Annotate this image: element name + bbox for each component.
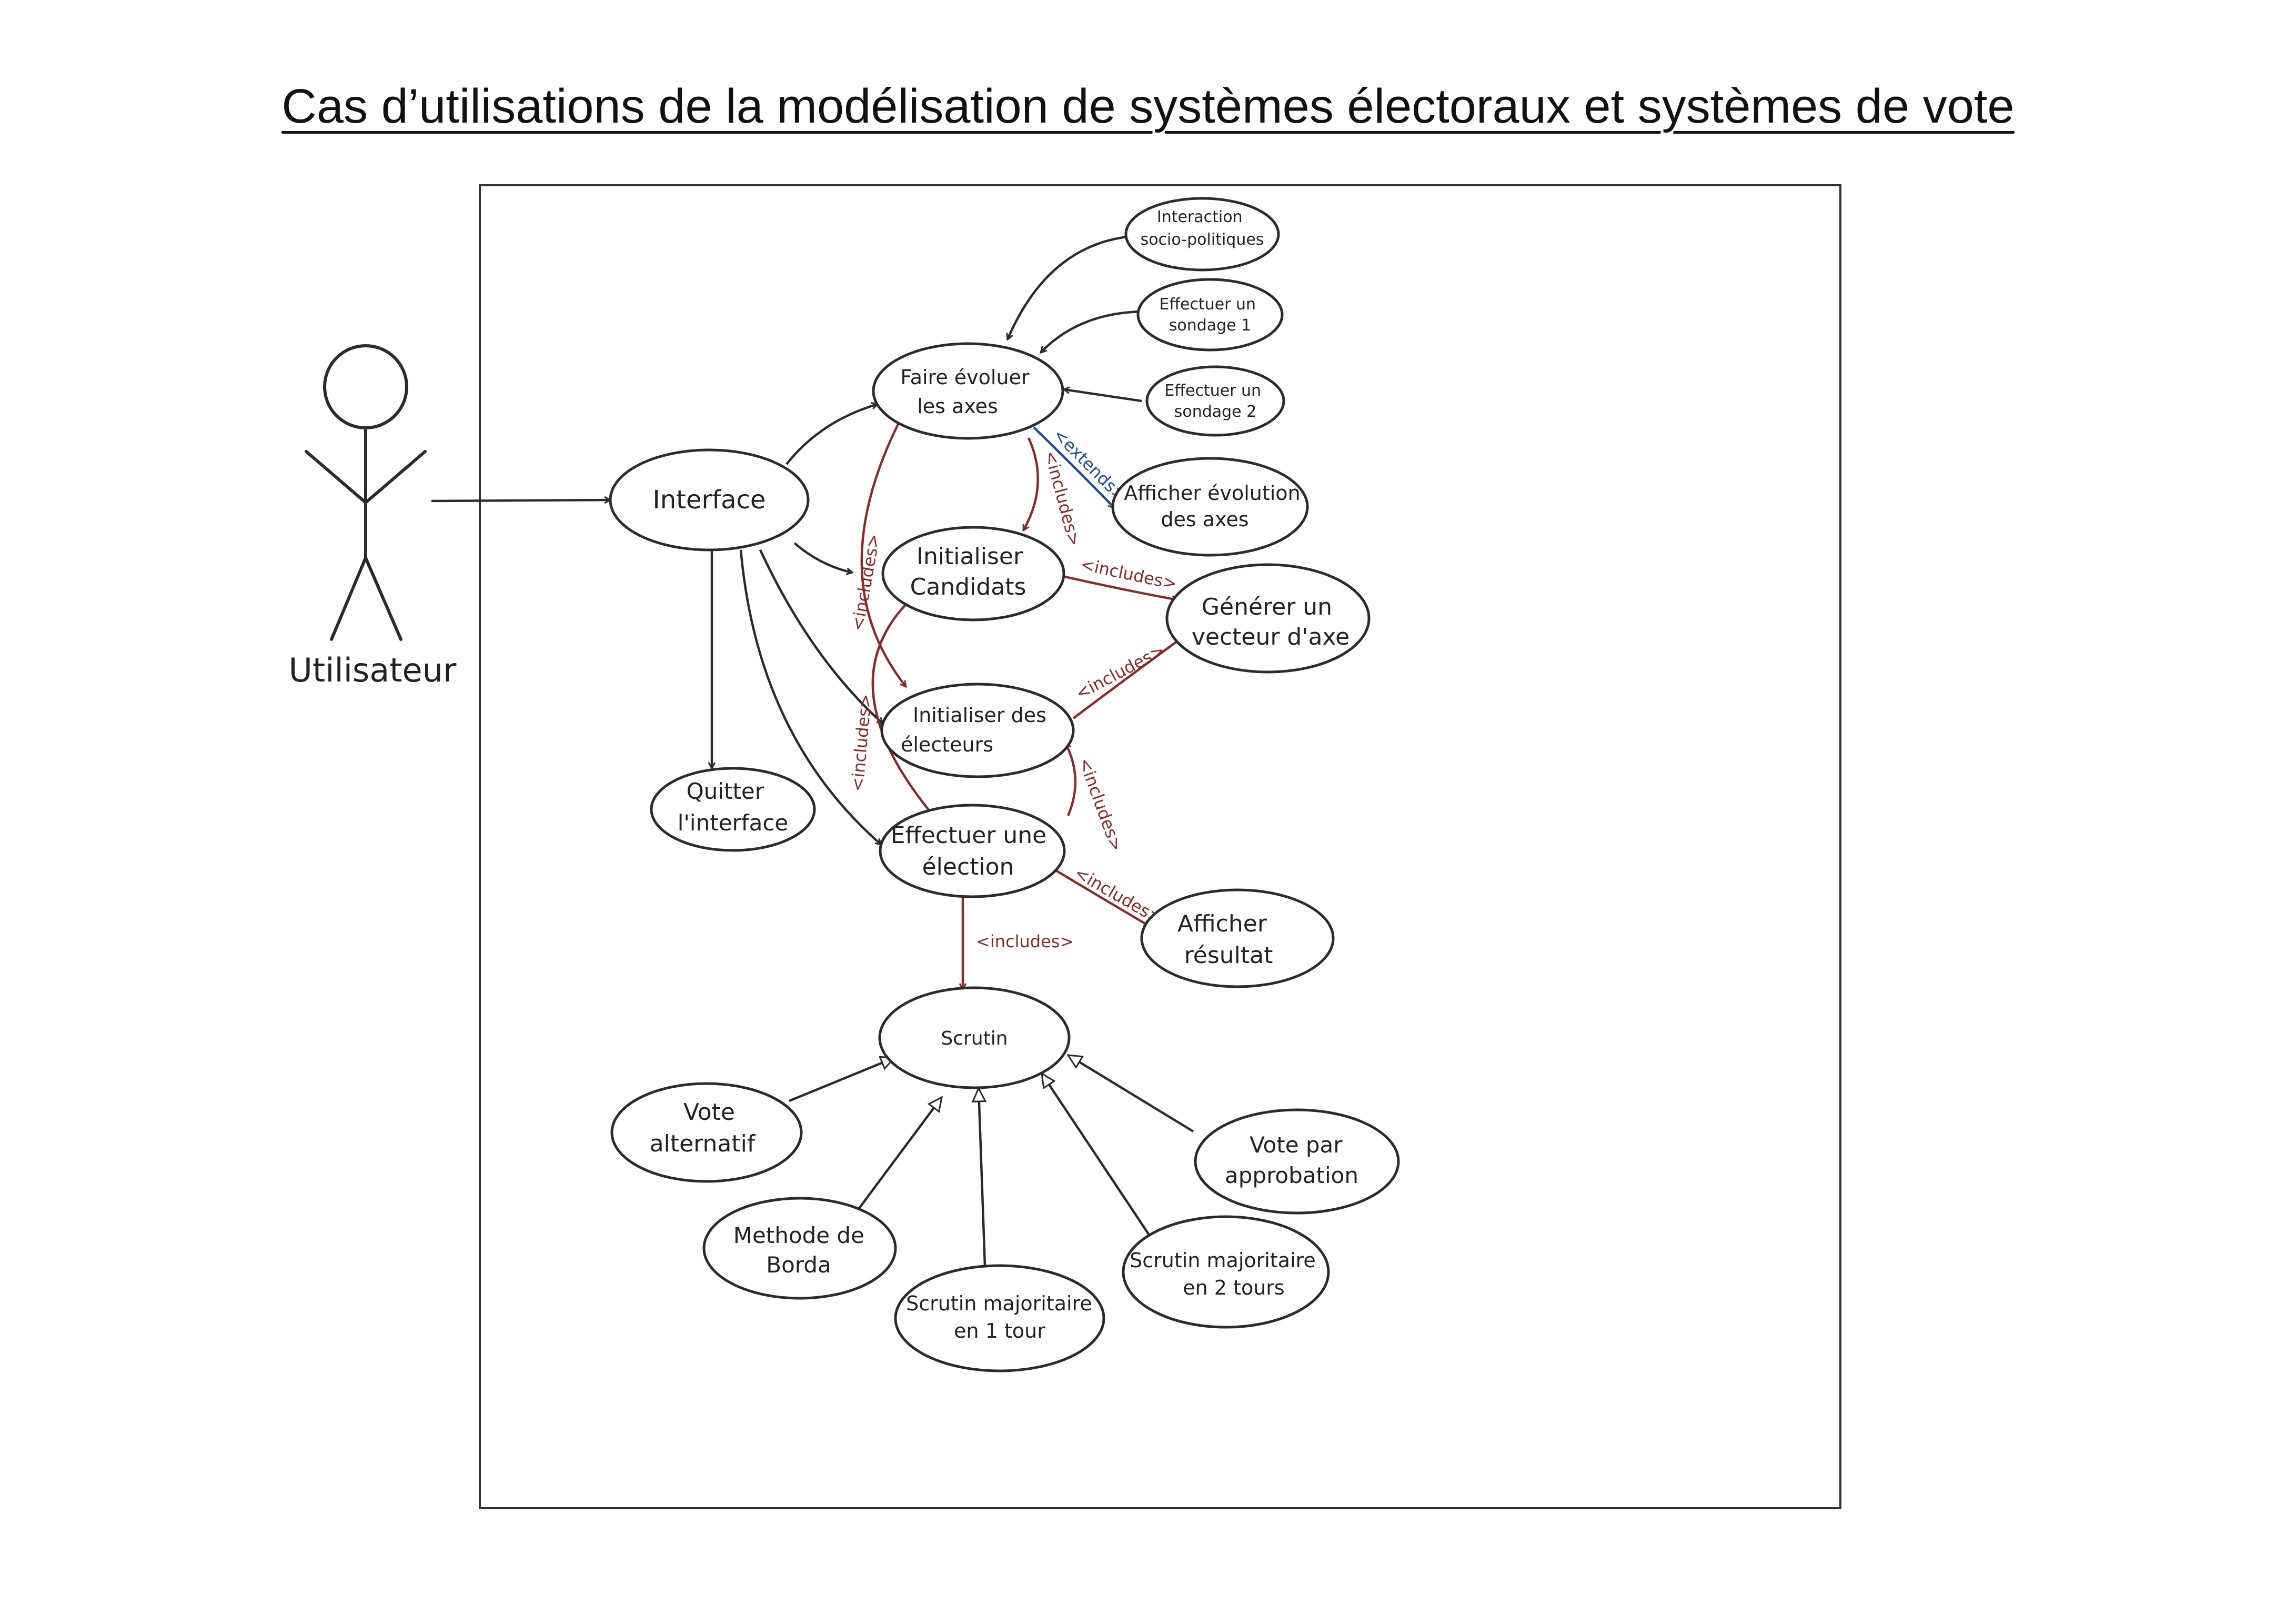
uc-vote-alternatif[interactable] xyxy=(610,1082,803,1183)
gen-majoritaire1 xyxy=(979,1088,985,1266)
uc-initialiser-electeurs[interactable] xyxy=(880,683,1075,778)
system-boundary xyxy=(479,184,1841,1509)
uc-effectuer-sondage-1[interactable] xyxy=(1136,278,1284,352)
incl-faire-evoluer-init-electeurs xyxy=(860,420,906,687)
actor-label: Utilisateur xyxy=(289,651,457,689)
uc-scrutin-majoritaire-2-tours[interactable] xyxy=(1122,1215,1330,1329)
uc-sondage2-text: Effectuer un sondage 2 xyxy=(1164,382,1266,421)
uc-vote-alternatif-text: Vote alternatif xyxy=(650,1099,756,1157)
uc-scrutin[interactable] xyxy=(878,986,1071,1089)
uc-afficher-evolution-axes[interactable] xyxy=(1111,457,1309,557)
uc-scrutin-text: Scrutin xyxy=(941,1028,1008,1049)
uc-sondage1-text: Effectuer un sondage 1 xyxy=(1159,295,1261,335)
uc-scrutin-majoritaire-1-tour[interactable] xyxy=(894,1264,1105,1372)
assoc-actor-interface xyxy=(431,500,610,501)
incl-init-candidats-generer xyxy=(1062,575,1177,600)
label-includes-candidats-generer: <includes> xyxy=(1079,554,1179,594)
label-includes-election-candidats: <includes> xyxy=(847,693,875,793)
uc-effectuer-election-text: Effectuer une élection xyxy=(891,822,1054,880)
ext-faire-evoluer-afficher-evolution xyxy=(1033,426,1114,508)
actor-utilisateur[interactable] xyxy=(305,344,427,641)
uc-faire-evoluer-text: Faire évoluer les axes xyxy=(900,366,1035,418)
uc-effectuer-election[interactable] xyxy=(879,804,1066,898)
uc-quitter-text: Quitter l'interface xyxy=(678,778,789,836)
gen-majoritaire2 xyxy=(1042,1074,1151,1237)
label-includes-election-electeurs: <includes> xyxy=(1074,755,1126,854)
uc-interface[interactable] xyxy=(609,448,810,552)
uc-faire-evoluer-axes[interactable] xyxy=(872,342,1064,440)
uc-interaction-socio-politiques[interactable] xyxy=(1124,197,1280,272)
uc-afficher-resultat[interactable] xyxy=(1140,888,1335,988)
diagram-title: Cas d’utilisations de la modélisation de… xyxy=(281,79,2015,133)
assoc-interface-init-electeurs xyxy=(759,549,883,724)
incl-effectuer-election-afficher-resultat xyxy=(1051,867,1150,927)
uc-interface-text: Interface xyxy=(653,485,766,515)
assoc-interaction-faire-evoluer xyxy=(1008,235,1127,339)
assoc-interface-init-candidats xyxy=(793,542,852,573)
incl-effectuer-election-init-candidats xyxy=(871,600,932,814)
uc-initialiser-candidats[interactable] xyxy=(881,526,1065,621)
assoc-interface-effectuer-election xyxy=(739,549,881,845)
uc-generer-vecteur-axe[interactable] xyxy=(1165,563,1371,674)
label-includes-electeurs-generer: <includes> xyxy=(1072,640,1168,704)
incl-init-electeurs-generer xyxy=(1072,636,1185,719)
uc-majoritaire1-text: Scrutin majoritaire en 1 tour xyxy=(906,1292,1099,1342)
uc-majoritaire2-text: Scrutin majoritaire en 2 tours xyxy=(1130,1249,1322,1299)
uc-interaction-text: Interaction socio-politiques xyxy=(1141,208,1264,249)
incl-faire-evoluer-init-candidats xyxy=(1022,437,1040,530)
incl-effectuer-election-init-electeurs xyxy=(1064,743,1077,816)
uc-generer-text: Générer un vecteur d'axe xyxy=(1192,594,1350,650)
uc-afficher-evolution-text: Afficher évolution des axes xyxy=(1124,482,1306,531)
uc-init-candidats-text: Initialiser Candidats xyxy=(910,543,1030,600)
uc-borda-text: Methode de Borda xyxy=(733,1222,872,1278)
label-includes-faire-electeurs: <includes> xyxy=(847,532,884,632)
gen-vote-approbation xyxy=(1068,1054,1194,1132)
uc-vote-approbation[interactable] xyxy=(1194,1108,1400,1215)
uc-afficher-resultat-text: Afficher résultat xyxy=(1177,910,1274,969)
uc-vote-approbation-text: Vote par approbation xyxy=(1225,1132,1358,1188)
uc-effectuer-sondage-2[interactable] xyxy=(1145,365,1285,437)
gen-vote-alternatif xyxy=(789,1058,894,1102)
uc-init-electeurs-text: Initialiser des électeurs xyxy=(901,704,1053,756)
uc-quitter-interface[interactable] xyxy=(650,767,816,852)
assoc-interface-faire-evoluer xyxy=(786,404,878,465)
assoc-sondage2-faire-evoluer xyxy=(1064,389,1142,403)
gen-borda xyxy=(857,1097,942,1211)
assoc-sondage1-faire-evoluer xyxy=(1041,310,1142,353)
uc-methode-borda[interactable] xyxy=(702,1197,897,1300)
label-includes-election-scrutin: <includes> xyxy=(976,931,1074,951)
